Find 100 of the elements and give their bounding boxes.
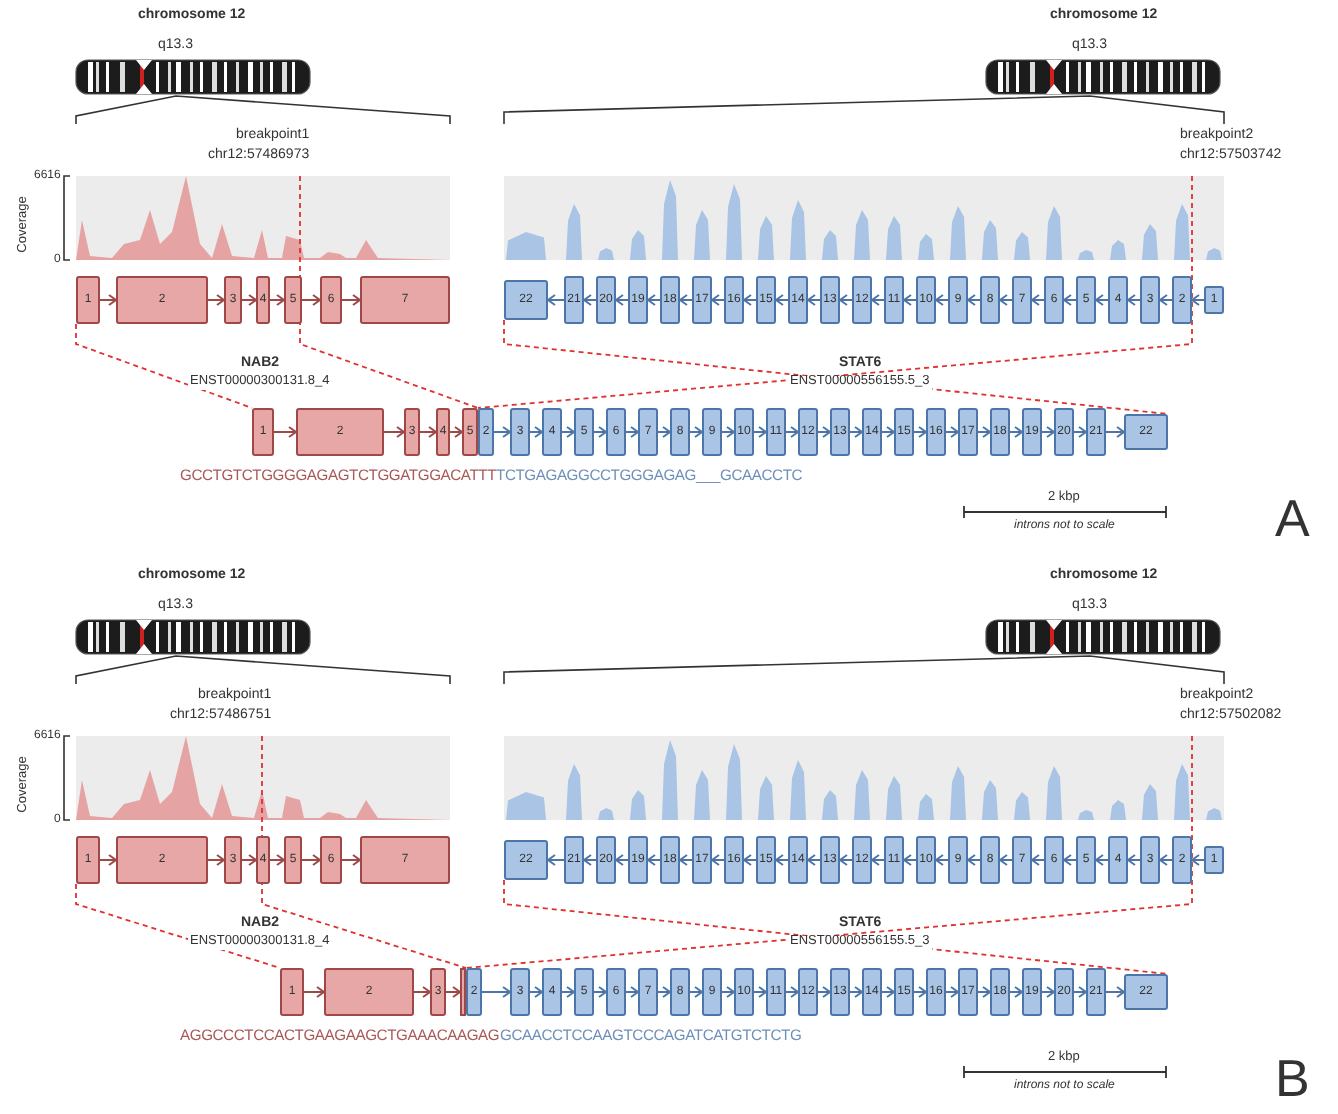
intron-arrow xyxy=(1127,294,1141,306)
intron-arrow xyxy=(341,294,361,306)
guide-line xyxy=(75,883,281,969)
intron-arrow xyxy=(711,294,725,306)
intron-arrow xyxy=(301,854,321,866)
intron-arrow xyxy=(807,854,821,866)
intron-arrow xyxy=(977,426,991,438)
intron-arrow xyxy=(99,294,117,306)
intron-arrow xyxy=(743,294,757,306)
intron-arrow xyxy=(1031,854,1045,866)
intron-arrow xyxy=(615,854,629,866)
intron-arrow xyxy=(849,986,863,998)
panel-letter: B xyxy=(1275,1052,1310,1104)
intron-arrow xyxy=(303,986,325,998)
intron-arrow xyxy=(241,854,257,866)
intron-arrow xyxy=(1041,986,1055,998)
coverage-plot xyxy=(504,176,1224,260)
intron-arrow xyxy=(625,426,639,438)
intron-arrow xyxy=(839,854,853,866)
guide-line xyxy=(75,323,253,409)
intron-arrow xyxy=(583,294,597,306)
exon-box xyxy=(460,968,466,1016)
intron-arrow xyxy=(657,986,671,998)
intron-arrow xyxy=(1191,854,1205,866)
intron-arrow xyxy=(547,854,565,866)
intron-arrow xyxy=(679,294,693,306)
intron-arrow xyxy=(207,854,225,866)
guide-line xyxy=(261,735,467,969)
intron-arrow xyxy=(1095,294,1109,306)
intron-arrow xyxy=(711,854,725,866)
intron-arrow xyxy=(1159,854,1173,866)
guide-line xyxy=(465,735,1193,969)
intron-arrow xyxy=(529,986,543,998)
intron-arrow xyxy=(1105,426,1125,438)
coverage-plot xyxy=(76,176,450,260)
intron-arrow xyxy=(241,294,257,306)
intron-arrow xyxy=(743,854,757,866)
intron-arrow xyxy=(625,986,639,998)
intron-arrow xyxy=(839,294,853,306)
intron-arrow xyxy=(583,854,597,866)
intron-arrow xyxy=(1159,294,1173,306)
intron-arrow xyxy=(413,986,431,998)
intron-arrow xyxy=(903,294,917,306)
intron-arrow xyxy=(903,854,917,866)
guide-line xyxy=(503,879,1169,975)
intron-arrow xyxy=(1041,426,1055,438)
intron-arrow xyxy=(269,854,285,866)
intron-arrow xyxy=(1031,294,1045,306)
intron-arrow xyxy=(775,854,789,866)
intron-arrow xyxy=(1073,426,1087,438)
coverage-plot xyxy=(504,736,1224,820)
intron-arrow xyxy=(1009,986,1023,998)
intron-arrow xyxy=(207,294,225,306)
panel-letter: A xyxy=(1275,492,1310,544)
intron-arrow xyxy=(945,986,959,998)
intron-arrow xyxy=(647,854,661,866)
guide-line xyxy=(299,175,479,409)
intron-arrow xyxy=(871,294,885,306)
intron-arrow xyxy=(935,294,949,306)
intron-arrow xyxy=(615,294,629,306)
intron-arrow xyxy=(721,986,735,998)
intron-arrow xyxy=(481,986,511,998)
intron-arrow xyxy=(593,426,607,438)
intron-arrow xyxy=(547,294,565,306)
guide-line xyxy=(477,175,1193,409)
intron-arrow xyxy=(785,986,799,998)
intron-arrow xyxy=(807,294,821,306)
intron-arrow xyxy=(1073,986,1087,998)
intron-arrow xyxy=(967,854,981,866)
intron-arrow xyxy=(449,426,463,438)
intron-arrow xyxy=(1063,294,1077,306)
intron-arrow xyxy=(849,426,863,438)
coverage-plot xyxy=(76,736,450,820)
intron-arrow xyxy=(999,854,1013,866)
intron-arrow xyxy=(945,426,959,438)
intron-arrow xyxy=(721,426,735,438)
intron-arrow xyxy=(967,294,981,306)
intron-arrow xyxy=(1063,854,1077,866)
intron-arrow xyxy=(881,986,895,998)
intron-arrow xyxy=(913,986,927,998)
intron-arrow xyxy=(753,986,767,998)
intron-arrow xyxy=(273,426,297,438)
intron-arrow xyxy=(529,426,543,438)
intron-arrow xyxy=(1095,854,1109,866)
intron-arrow xyxy=(1127,854,1141,866)
intron-arrow xyxy=(817,986,831,998)
intron-arrow xyxy=(383,426,405,438)
intron-arrow xyxy=(1105,986,1125,998)
intron-arrow xyxy=(785,426,799,438)
intron-arrow xyxy=(817,426,831,438)
intron-arrow xyxy=(269,294,285,306)
intron-arrow xyxy=(647,294,661,306)
intron-arrow xyxy=(1191,294,1205,306)
intron-arrow xyxy=(689,986,703,998)
intron-arrow xyxy=(775,294,789,306)
intron-arrow xyxy=(493,426,511,438)
intron-arrow xyxy=(593,986,607,998)
intron-arrow xyxy=(913,426,927,438)
intron-arrow xyxy=(935,854,949,866)
intron-arrow xyxy=(341,854,361,866)
